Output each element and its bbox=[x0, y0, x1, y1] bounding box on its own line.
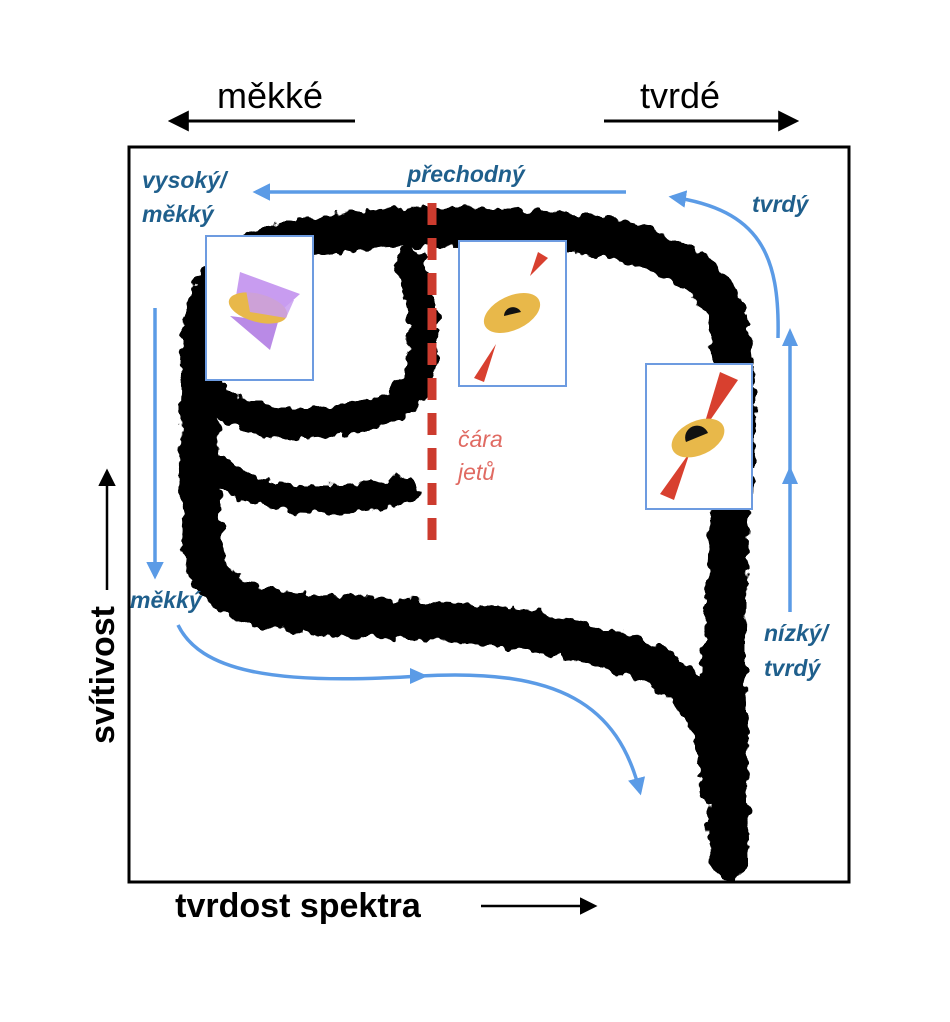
disc-weak-jet-icon bbox=[474, 252, 548, 382]
jet-line-label-2: jetů bbox=[455, 459, 495, 485]
state-soft: měkký bbox=[130, 587, 203, 613]
soft-state-arrowhead-mid bbox=[410, 668, 428, 684]
inset-weak-jet bbox=[458, 240, 567, 387]
low-hard-arrowhead-2 bbox=[782, 466, 798, 484]
disc-wind-icon bbox=[228, 272, 300, 350]
state-low-hard-1: nízký/ bbox=[764, 620, 831, 646]
inset-strong-jet bbox=[645, 363, 753, 510]
state-high-soft-2: měkký bbox=[142, 201, 215, 227]
x-axis-label: tvrdost spektra bbox=[175, 887, 422, 925]
state-intermediate: přechodný bbox=[406, 161, 526, 187]
low-hard-arrowhead-1 bbox=[782, 328, 798, 346]
inset-wind-disc bbox=[205, 235, 314, 381]
hard-direction-label: tvrdé bbox=[640, 75, 720, 116]
state-low-hard-2: tvrdý bbox=[764, 655, 821, 681]
soft-direction-label: měkké bbox=[217, 75, 323, 116]
state-hard: tvrdý bbox=[752, 191, 809, 217]
jet-line-label-1: čára bbox=[458, 426, 503, 452]
y-axis-label: svítivost bbox=[84, 606, 122, 744]
disc-strong-jet-icon bbox=[660, 372, 738, 500]
plot-frame bbox=[127, 145, 851, 884]
hard-state-arrow bbox=[668, 190, 780, 339]
state-high-soft-1: vysoký/ bbox=[142, 167, 229, 193]
